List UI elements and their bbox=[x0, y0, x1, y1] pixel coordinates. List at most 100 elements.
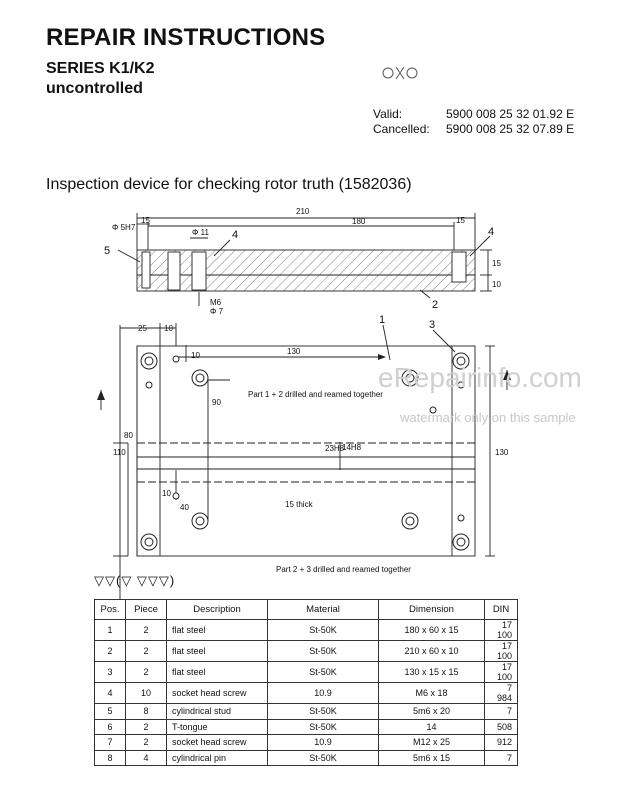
cell-piece: 2 bbox=[125, 640, 167, 662]
thread-label: M6 bbox=[210, 298, 222, 307]
cell-dimension: 14 bbox=[378, 718, 485, 736]
col-material: Material bbox=[267, 599, 379, 620]
dim-10-left: 10 bbox=[162, 489, 171, 498]
document-title: REPAIR INSTRUCTIONS bbox=[46, 24, 326, 51]
cell-pos: 4 bbox=[94, 682, 126, 704]
dim-130-vertical: 130 bbox=[495, 448, 509, 457]
cell-din: 912 bbox=[484, 734, 518, 751]
col-description: Description bbox=[166, 599, 268, 620]
cell-piece: 2 bbox=[125, 718, 167, 736]
callout-3: 3 bbox=[429, 319, 435, 331]
note-part2-3: Part 2 + 3 drilled and reamed together bbox=[276, 565, 411, 574]
cell-din: 7 bbox=[484, 703, 518, 720]
col-dimension: Dimension bbox=[378, 599, 485, 620]
technical-drawing: 210 180 15 15 15 10 Φ 5H7 Φ 11 M6 Φ 7 25… bbox=[97, 207, 511, 600]
note-thickness: 15 thick bbox=[285, 500, 314, 509]
callout-2: 2 bbox=[432, 299, 438, 311]
valid-label: Valid: bbox=[373, 107, 403, 121]
cell-pos: 2 bbox=[94, 640, 126, 662]
cell-pos: 8 bbox=[94, 749, 126, 767]
col-piece: Piece bbox=[125, 599, 167, 620]
dim-10-top: 10 bbox=[164, 324, 173, 333]
cell-din: 508 bbox=[484, 718, 518, 736]
cell-piece: 4 bbox=[125, 749, 167, 767]
cell-pos: 7 bbox=[94, 734, 126, 751]
dim-25: 25 bbox=[138, 324, 147, 333]
cell-description: socket head screw bbox=[166, 682, 268, 704]
cell-material: St-50K bbox=[267, 661, 379, 683]
dim-130-horizontal: 130 bbox=[287, 347, 301, 356]
callout-4-right: 4 bbox=[488, 226, 494, 238]
cell-material: St-50K bbox=[267, 619, 379, 641]
cell-dimension: M12 x 25 bbox=[378, 734, 485, 751]
cell-material: 10.9 bbox=[267, 734, 379, 751]
surface-finish-symbols: ▽▽(▽ ▽▽▽) bbox=[94, 573, 176, 588]
top-view bbox=[100, 323, 508, 600]
control-status: uncontrolled bbox=[46, 80, 143, 97]
cell-dimension: 130 x 15 x 15 bbox=[378, 661, 485, 683]
callout-5: 5 bbox=[104, 245, 110, 257]
dim-40: 40 bbox=[180, 503, 189, 512]
dim-15-left: 15 bbox=[141, 216, 150, 225]
cell-material: St-50K bbox=[267, 718, 379, 736]
hole-diameter: Φ 11 bbox=[192, 228, 209, 237]
cell-material: St-50K bbox=[267, 640, 379, 662]
cell-dimension: 5m6 x 20 bbox=[378, 703, 485, 720]
cell-din: 17 100 bbox=[484, 619, 518, 641]
cell-din: 17 100 bbox=[484, 640, 518, 662]
note-part1-2: Part 1 + 2 drilled and reamed together bbox=[248, 390, 383, 399]
cell-description: flat steel bbox=[166, 661, 268, 683]
cell-piece: 2 bbox=[125, 619, 167, 641]
cell-description: flat steel bbox=[166, 619, 268, 641]
cell-description: cylindrical stud bbox=[166, 703, 268, 720]
callout-1: 1 bbox=[379, 314, 385, 326]
dim-210: 210 bbox=[296, 207, 310, 216]
cell-din: 17 100 bbox=[484, 661, 518, 683]
cell-pos: 5 bbox=[94, 703, 126, 720]
dim-110: 110 bbox=[113, 448, 126, 457]
cell-description: flat steel bbox=[166, 640, 268, 662]
fit-23H8: 23H8 bbox=[325, 444, 345, 453]
cell-piece: 2 bbox=[125, 661, 167, 683]
cell-pos: 6 bbox=[94, 718, 126, 736]
dim-15-height: 15 bbox=[492, 259, 501, 268]
pin-diameter: Φ 5H7 bbox=[112, 223, 136, 232]
col-pos: Pos. bbox=[94, 599, 126, 620]
cell-pos: 3 bbox=[94, 661, 126, 683]
dim-10-right: 10 bbox=[191, 351, 200, 360]
series-label: SERIES K1/K2 bbox=[46, 60, 155, 77]
cell-din: 7 bbox=[484, 749, 518, 767]
cell-dimension: 210 x 60 x 10 bbox=[378, 640, 485, 662]
cell-description: T-tongue bbox=[166, 718, 268, 736]
cell-description: socket head screw bbox=[166, 734, 268, 751]
side-view bbox=[117, 213, 492, 306]
cell-dimension: M6 x 18 bbox=[378, 682, 485, 704]
stamp-logo bbox=[380, 62, 420, 89]
callout-4-left: 4 bbox=[232, 229, 238, 241]
cell-material: St-50K bbox=[267, 703, 379, 720]
dim-10-height: 10 bbox=[492, 280, 501, 289]
cell-material: 10.9 bbox=[267, 682, 379, 704]
cell-piece: 10 bbox=[125, 682, 167, 704]
dim-180: 180 bbox=[352, 217, 366, 226]
direction-arrows bbox=[97, 354, 511, 400]
fit-14H8: 14H8 bbox=[342, 443, 362, 452]
section-heading: Inspection device for checking rotor tru… bbox=[46, 176, 412, 193]
cancelled-label: Cancelled: bbox=[373, 122, 430, 136]
cell-pos: 1 bbox=[94, 619, 126, 641]
watermark-site: eRepairinfo.com bbox=[378, 362, 582, 393]
cell-dimension: 5m6 x 15 bbox=[378, 749, 485, 767]
valid-number: 5900 008 25 32 01.92 E bbox=[446, 107, 575, 121]
cell-piece: 8 bbox=[125, 703, 167, 720]
table-header-row: Pos. Piece Description Material Dimensio… bbox=[94, 599, 518, 620]
cell-din: 7 984 bbox=[484, 682, 518, 704]
holes bbox=[140, 352, 470, 551]
cell-material: St-50K bbox=[267, 749, 379, 767]
